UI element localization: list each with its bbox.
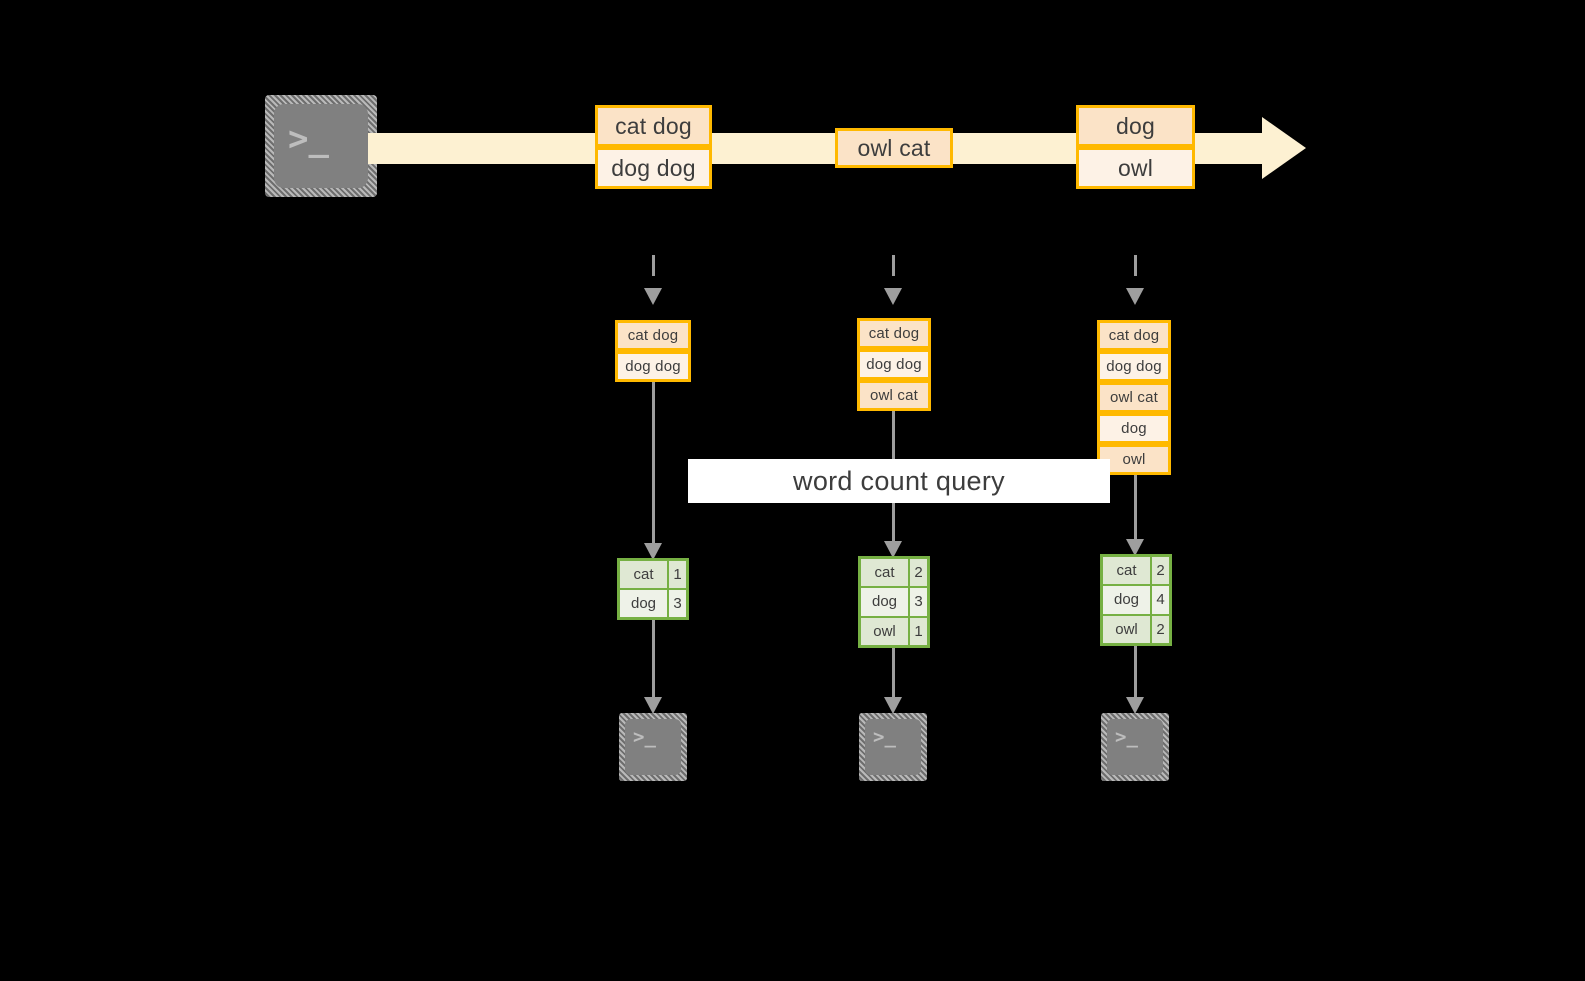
word-cell: cat bbox=[861, 559, 908, 587]
word-cell: cat bbox=[620, 561, 667, 588]
snapshot-record: cat dog bbox=[615, 320, 691, 351]
count-cell: 1 bbox=[669, 561, 686, 588]
stream-arrow-head bbox=[1262, 117, 1306, 179]
connector-arrow-head bbox=[884, 288, 902, 305]
stream-record: dog bbox=[1076, 105, 1195, 147]
table-row: dog 4 bbox=[1103, 586, 1169, 614]
snapshot-record: dog dog bbox=[615, 351, 691, 382]
prompt-glyph: >_ bbox=[873, 726, 896, 748]
consumer-terminal-icon: >_ bbox=[859, 713, 927, 781]
stream-to-snapshot-connector bbox=[652, 255, 655, 290]
terminal-screen: >_ bbox=[274, 104, 368, 188]
snapshot-to-result-connector bbox=[1134, 475, 1137, 542]
snapshot-record: cat dog bbox=[1097, 320, 1171, 351]
terminal-screen: >_ bbox=[865, 719, 921, 775]
result-to-consumer-connector bbox=[892, 648, 895, 700]
count-cell: 3 bbox=[910, 588, 927, 616]
result-to-consumer-connector bbox=[652, 620, 655, 700]
connector-arrow-head bbox=[644, 288, 662, 305]
stream-record: owl bbox=[1076, 147, 1195, 189]
word-cell: owl bbox=[1103, 615, 1150, 643]
word-count-table: cat 2 dog 3 owl 1 bbox=[858, 556, 930, 648]
terminal-screen: >_ bbox=[1107, 719, 1163, 775]
consumer-terminal-icon: >_ bbox=[1101, 713, 1169, 781]
result-to-consumer-connector bbox=[1134, 646, 1137, 700]
snapshot-record: cat dog bbox=[857, 318, 931, 349]
snapshot-record: dog dog bbox=[1097, 351, 1171, 382]
prompt-glyph: >_ bbox=[633, 726, 656, 748]
snapshot-record: owl cat bbox=[1097, 382, 1171, 413]
prompt-glyph: >_ bbox=[1115, 726, 1138, 748]
table-row: cat 1 bbox=[620, 561, 686, 588]
table-row: cat 2 bbox=[1103, 557, 1169, 585]
word-count-table: cat 1 dog 3 bbox=[617, 558, 689, 620]
table-row: dog 3 bbox=[861, 588, 927, 616]
count-cell: 1 bbox=[910, 617, 927, 645]
count-cell: 2 bbox=[1152, 615, 1169, 643]
table-row: cat 2 bbox=[861, 559, 927, 587]
word-cell: dog bbox=[1103, 586, 1150, 614]
connector-arrow-head bbox=[644, 697, 662, 714]
stream-record: dog dog bbox=[595, 147, 712, 189]
connector-arrow-head bbox=[644, 543, 662, 560]
consumer-terminal-icon: >_ bbox=[619, 713, 687, 781]
stream-record: owl cat bbox=[835, 128, 953, 168]
count-cell: 4 bbox=[1152, 586, 1169, 614]
snapshot-record: owl cat bbox=[857, 380, 931, 411]
connector-arrow-head bbox=[884, 541, 902, 558]
stream-to-snapshot-connector bbox=[1134, 255, 1137, 290]
word-cell: dog bbox=[620, 590, 667, 617]
snapshot-record: dog bbox=[1097, 413, 1171, 444]
word-cell: dog bbox=[861, 588, 908, 616]
word-count-table: cat 2 dog 4 owl 2 bbox=[1100, 554, 1172, 646]
connector-arrow-head bbox=[1126, 697, 1144, 714]
snapshot-record: owl bbox=[1097, 444, 1171, 475]
snapshot-record: dog dog bbox=[857, 349, 931, 380]
word-cell: cat bbox=[1103, 557, 1150, 585]
count-cell: 3 bbox=[669, 590, 686, 617]
table-row: owl 2 bbox=[1103, 615, 1169, 643]
connector-arrow-head bbox=[1126, 539, 1144, 556]
table-row: owl 1 bbox=[861, 617, 927, 645]
snapshot-to-result-connector bbox=[652, 382, 655, 547]
connector-arrow-head bbox=[884, 697, 902, 714]
prompt-glyph: >_ bbox=[288, 119, 329, 159]
stream-to-snapshot-connector bbox=[892, 255, 895, 290]
table-row: dog 3 bbox=[620, 590, 686, 617]
terminal-screen: >_ bbox=[625, 719, 681, 775]
count-cell: 2 bbox=[910, 559, 927, 587]
stream-record: cat dog bbox=[595, 105, 712, 147]
count-cell: 2 bbox=[1152, 557, 1169, 585]
query-label: word count query bbox=[688, 459, 1110, 503]
producer-terminal-icon: >_ bbox=[265, 95, 377, 197]
word-cell: owl bbox=[861, 617, 908, 645]
connector-arrow-head bbox=[1126, 288, 1144, 305]
